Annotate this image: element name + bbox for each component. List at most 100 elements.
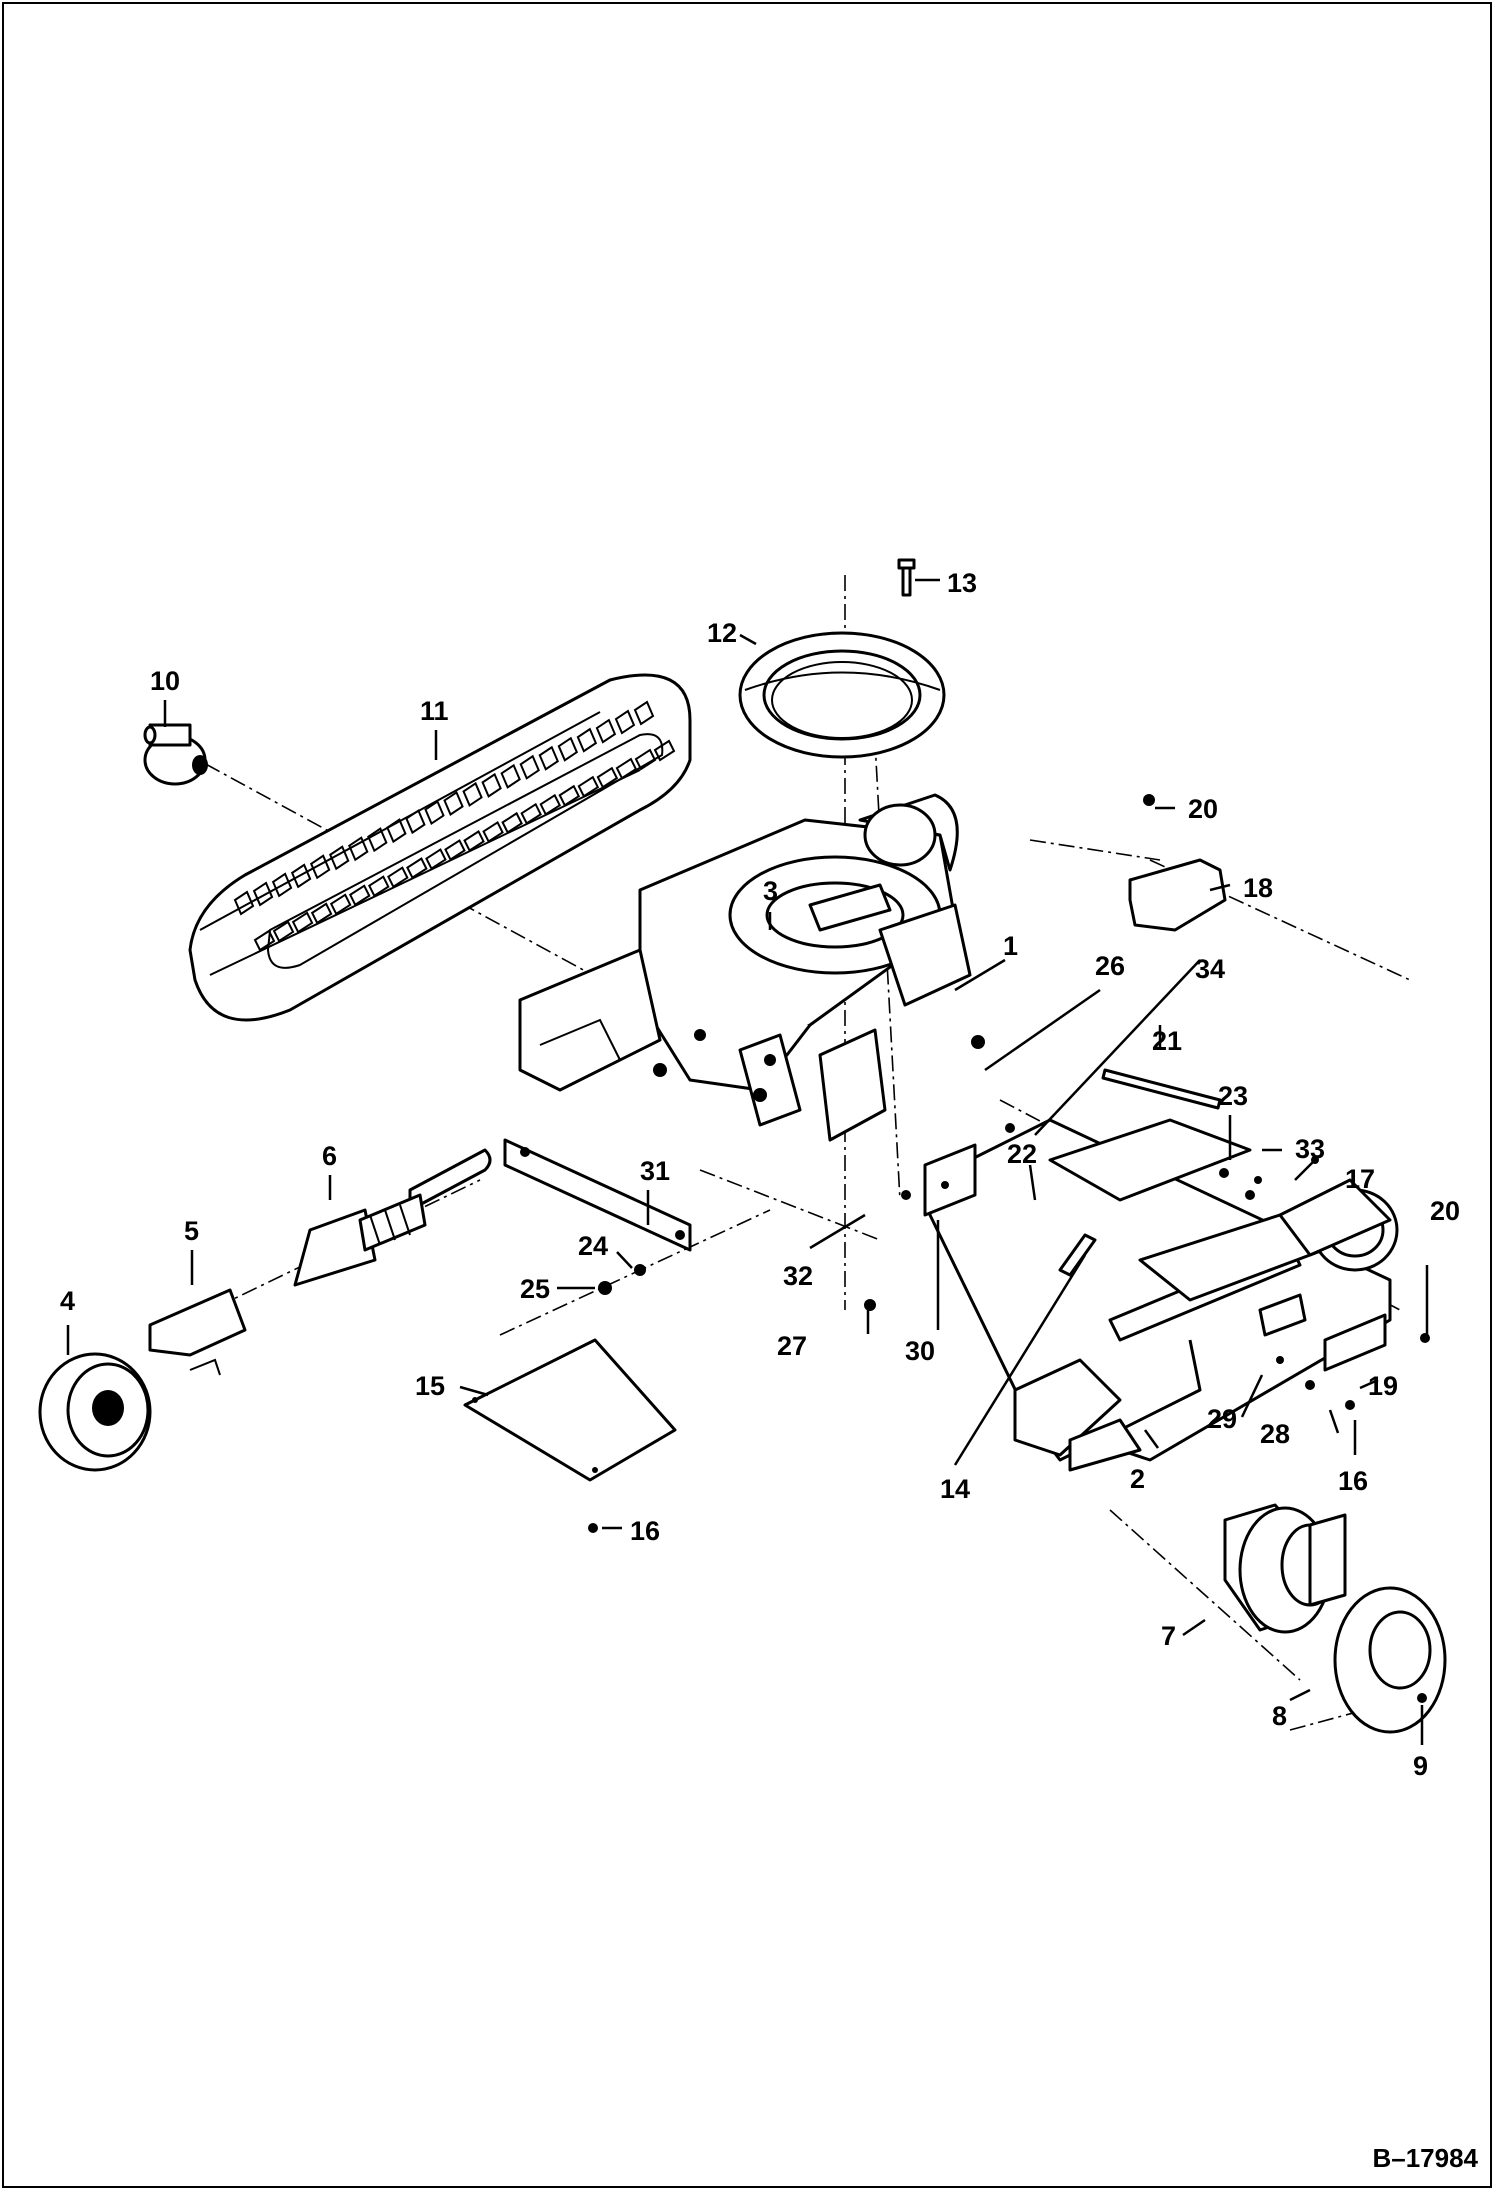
callout-15: 15 bbox=[415, 1371, 445, 1401]
callout-20b: 20 bbox=[1430, 1196, 1460, 1226]
callout-27: 27 bbox=[777, 1331, 807, 1361]
callout-10: 10 bbox=[150, 666, 180, 696]
rubber-track-part bbox=[188, 673, 692, 1022]
track-lug bbox=[443, 790, 464, 816]
track-lug bbox=[386, 818, 407, 844]
track-lug bbox=[328, 845, 350, 871]
callout-2: 2 bbox=[1130, 1464, 1145, 1494]
callout-13: 13 bbox=[947, 568, 977, 598]
track-lug bbox=[425, 848, 447, 871]
figure-id-label: B–17984 bbox=[1372, 2143, 1478, 2173]
track-lug bbox=[233, 890, 255, 916]
callout-26: 26 bbox=[1095, 951, 1125, 981]
callout-16b: 16 bbox=[1338, 1466, 1368, 1496]
callout-4: 4 bbox=[60, 1286, 75, 1316]
track-lug bbox=[519, 754, 540, 780]
track-lug bbox=[462, 781, 483, 807]
callout-17: 17 bbox=[1345, 1164, 1375, 1194]
callout-11: 11 bbox=[420, 696, 449, 726]
track-lug bbox=[539, 793, 562, 816]
track-lug bbox=[558, 784, 581, 807]
callout-24: 24 bbox=[578, 1231, 608, 1261]
callout-23: 23 bbox=[1218, 1081, 1248, 1111]
track-lug bbox=[501, 811, 523, 834]
callout-5: 5 bbox=[184, 1216, 199, 1246]
callout-32: 32 bbox=[783, 1261, 813, 1291]
track-lug bbox=[291, 911, 314, 934]
track-lug bbox=[253, 929, 276, 952]
track-lug bbox=[348, 836, 369, 862]
track-lug bbox=[387, 866, 409, 889]
track-lug bbox=[500, 763, 521, 789]
track-lug bbox=[367, 827, 388, 853]
track-lug bbox=[309, 854, 331, 880]
bar-31 bbox=[503, 1138, 692, 1252]
callout-28: 28 bbox=[1260, 1419, 1290, 1449]
track-lug bbox=[272, 920, 295, 943]
callout-18: 18 bbox=[1243, 873, 1273, 903]
center-frame-part bbox=[518, 793, 972, 1142]
callout-31: 31 bbox=[640, 1156, 670, 1186]
drive-motor-part bbox=[1223, 1503, 1347, 1634]
yoke-part bbox=[148, 1288, 247, 1376]
callout-8: 8 bbox=[1272, 1701, 1287, 1731]
callout-29: 29 bbox=[1207, 1404, 1237, 1434]
track-roller-part bbox=[143, 723, 208, 786]
callout-30: 30 bbox=[905, 1336, 935, 1366]
track-lug bbox=[633, 700, 655, 726]
track-lug bbox=[252, 881, 274, 907]
track-frame-part bbox=[928, 1118, 1399, 1472]
track-lug bbox=[405, 809, 426, 835]
callout-22: 22 bbox=[1007, 1139, 1037, 1169]
track-lug bbox=[367, 875, 390, 898]
track-lug bbox=[576, 727, 598, 753]
track-lug bbox=[653, 739, 676, 762]
plate-14 bbox=[1058, 1233, 1097, 1277]
track-lug bbox=[615, 757, 638, 780]
track-lug bbox=[482, 820, 504, 843]
track-lug bbox=[520, 802, 542, 825]
track-lug bbox=[481, 772, 502, 798]
track-lug bbox=[406, 857, 428, 880]
track-lug bbox=[596, 766, 619, 789]
sprocket-part bbox=[1333, 1586, 1447, 1734]
cover-19 bbox=[1323, 1313, 1387, 1372]
idler-wheel-part bbox=[38, 1352, 152, 1472]
callout-labels: 1 2 3 4 5 6 7 8 9 10 11 12 13 14 15 16 1… bbox=[60, 568, 1460, 1781]
callout-3: 3 bbox=[763, 876, 778, 906]
pin-21 bbox=[1101, 1068, 1222, 1110]
track-lug bbox=[271, 872, 293, 898]
callout-6: 6 bbox=[322, 1141, 337, 1171]
callout-34: 34 bbox=[1195, 954, 1225, 984]
track-lug bbox=[424, 800, 445, 826]
track-lug bbox=[595, 718, 617, 744]
track-lug bbox=[444, 839, 466, 861]
bolt-13 bbox=[897, 558, 916, 597]
track-lug bbox=[634, 748, 657, 771]
cover-plate-18 bbox=[1128, 858, 1227, 932]
track-lug bbox=[348, 884, 371, 907]
callout-14: 14 bbox=[940, 1474, 970, 1504]
callout-9: 9 bbox=[1413, 1751, 1428, 1781]
recoil-spring-part bbox=[293, 1148, 492, 1287]
callout-12: 12 bbox=[707, 618, 737, 648]
callout-19: 19 bbox=[1368, 1371, 1398, 1401]
callout-16a: 16 bbox=[630, 1516, 660, 1546]
track-lug bbox=[577, 775, 600, 798]
track-lugs bbox=[233, 700, 676, 952]
track-lug bbox=[557, 736, 579, 762]
track-lug bbox=[463, 830, 485, 852]
swing-bearing-part bbox=[738, 631, 946, 759]
under-cover-15 bbox=[463, 1338, 677, 1482]
callout-21: 21 bbox=[1152, 1026, 1182, 1056]
callout-20a: 20 bbox=[1188, 794, 1218, 824]
callout-7: 7 bbox=[1161, 1621, 1176, 1651]
track-lug bbox=[290, 863, 312, 889]
track-lug bbox=[310, 902, 333, 925]
leader-lines bbox=[66, 578, 1429, 1745]
hardware-nuts bbox=[588, 794, 1430, 1703]
track-lug bbox=[538, 745, 560, 771]
track-lug bbox=[614, 709, 636, 735]
